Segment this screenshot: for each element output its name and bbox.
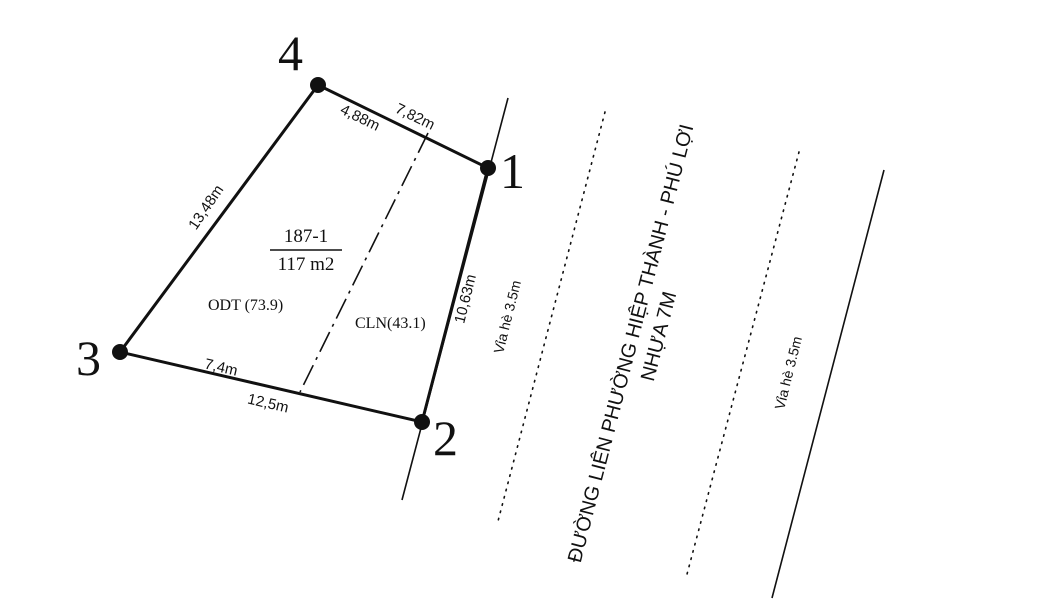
vertex-label-1: 1 — [500, 143, 525, 199]
dimension-edge-4-3: 13,48m — [185, 182, 227, 233]
vertex-dot-4 — [310, 77, 326, 93]
vertex-label-3: 3 — [76, 330, 101, 386]
zone-label-cln: CLN(43.1) — [355, 315, 426, 332]
vertex-label-4: 4 — [278, 25, 303, 81]
vertex-label-2: 2 — [433, 410, 458, 466]
parcel-area: 117 m2 — [278, 254, 335, 275]
sidewalk-label-left: Vỉa hè 3.5m — [490, 279, 524, 355]
dimension-edge-3-2-a: 7,4m — [203, 356, 239, 380]
vertex-dot-3 — [112, 344, 128, 360]
vertex-dot-2 — [414, 414, 430, 430]
sidewalk-label-right: Vỉa hè 3.5m — [771, 335, 805, 411]
road-edge-right — [771, 169, 885, 599]
sidewalk-line-right — [685, 151, 800, 579]
vertex-dot-1 — [480, 160, 496, 176]
zone-label-odt: ODT (73.9) — [208, 297, 283, 314]
road-name: ĐƯỜNG LIÊN PHƯỜNG HIỆP THÀNH - PHÚ LỢI — [563, 122, 698, 565]
parcel-number: 187-1 — [284, 226, 328, 247]
zone-divider-line — [299, 132, 429, 393]
dimension-edge-3-2-b: 12,5m — [246, 391, 290, 417]
dimension-edge-4-1-b: 7,82m — [393, 100, 438, 134]
